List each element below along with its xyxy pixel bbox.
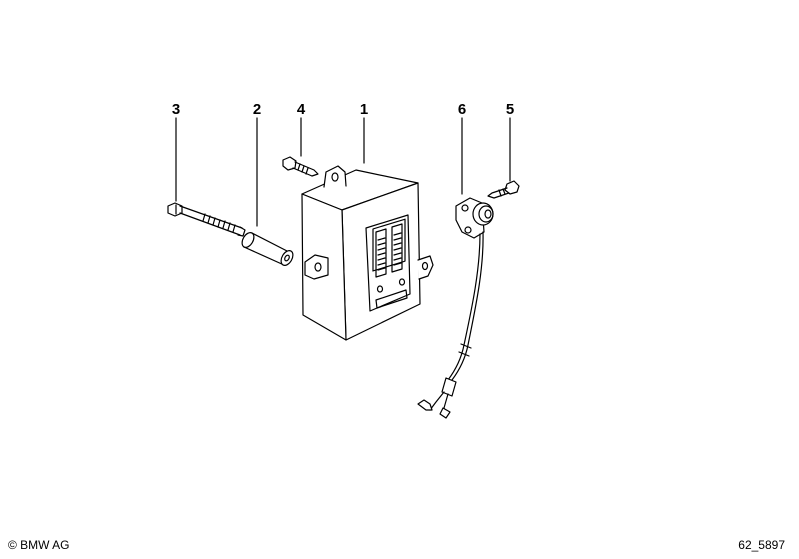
callout-4: 4: [297, 101, 306, 118]
callout-3: 3: [172, 101, 180, 118]
copyright-text: © BMW AG: [8, 538, 70, 552]
sensor-with-cable: [417, 197, 494, 419]
callout-6: 6: [458, 101, 466, 118]
callout-1: 1: [360, 101, 368, 118]
figure-id-text: 62_5897: [738, 538, 785, 552]
spacer-tube: [241, 232, 294, 266]
small-screw: [282, 156, 319, 177]
long-bolt: [167, 202, 246, 237]
callout-2: 2: [253, 101, 261, 118]
small-screw-right: [487, 180, 520, 199]
callout-5: 5: [506, 101, 514, 118]
control-unit-box: [301, 165, 434, 341]
